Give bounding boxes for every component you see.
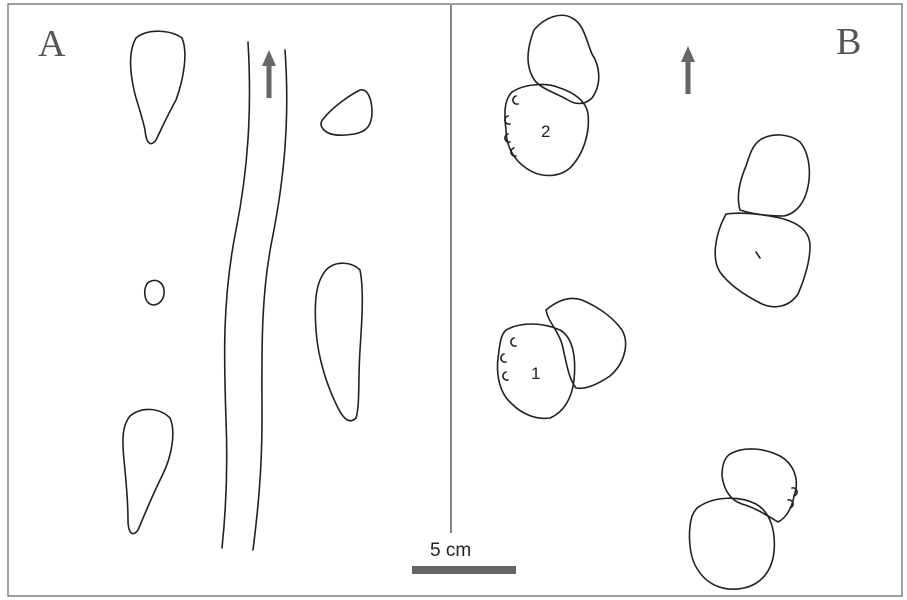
digit-mark xyxy=(503,372,508,380)
print-pair-right-upper xyxy=(715,135,810,307)
footprint-a-left-2 xyxy=(145,280,164,305)
print-label-1: 1 xyxy=(531,364,540,383)
scale-bar-line xyxy=(412,566,516,574)
direction-arrow-b xyxy=(681,46,695,94)
panel-b-label: B xyxy=(836,21,861,63)
scale-bar-label: 5 cm xyxy=(430,540,471,561)
footprint-a-left-3 xyxy=(123,409,173,533)
footprint-a-right-1 xyxy=(321,90,372,135)
pes-print-right-upper-rear xyxy=(738,135,809,216)
digit-mark xyxy=(505,116,510,124)
print-pair-right-lower xyxy=(690,449,798,589)
print-label-2: 2 xyxy=(541,122,550,141)
panel-a: A xyxy=(38,23,372,550)
digit-mark xyxy=(511,338,516,346)
footprint-a-right-2 xyxy=(315,263,362,421)
arrow-up-icon-head xyxy=(262,50,276,66)
pes-print-2-rear xyxy=(528,15,599,103)
digit-mark xyxy=(501,354,506,362)
print-pair-1: 1 xyxy=(498,298,626,418)
figure-frame xyxy=(8,4,902,596)
scale-bar: 5 cm xyxy=(412,540,516,574)
tail-drag-left-line xyxy=(222,42,250,548)
print-pair-2: 2 xyxy=(505,15,599,175)
panel-a-label: A xyxy=(38,23,66,65)
panel-b: B 2 1 xyxy=(498,15,862,589)
tracks-mark xyxy=(756,252,760,258)
direction-arrow-a xyxy=(262,50,276,98)
tail-drag-right-line xyxy=(253,50,287,550)
pes-print-1-rear xyxy=(546,298,626,388)
digit-mark xyxy=(513,96,518,104)
arrow-up-icon-head xyxy=(681,46,695,62)
footprint-a-left-1 xyxy=(131,31,185,143)
pes-print-right-lower-rear xyxy=(722,449,796,522)
print-right-upper-front xyxy=(715,213,810,307)
